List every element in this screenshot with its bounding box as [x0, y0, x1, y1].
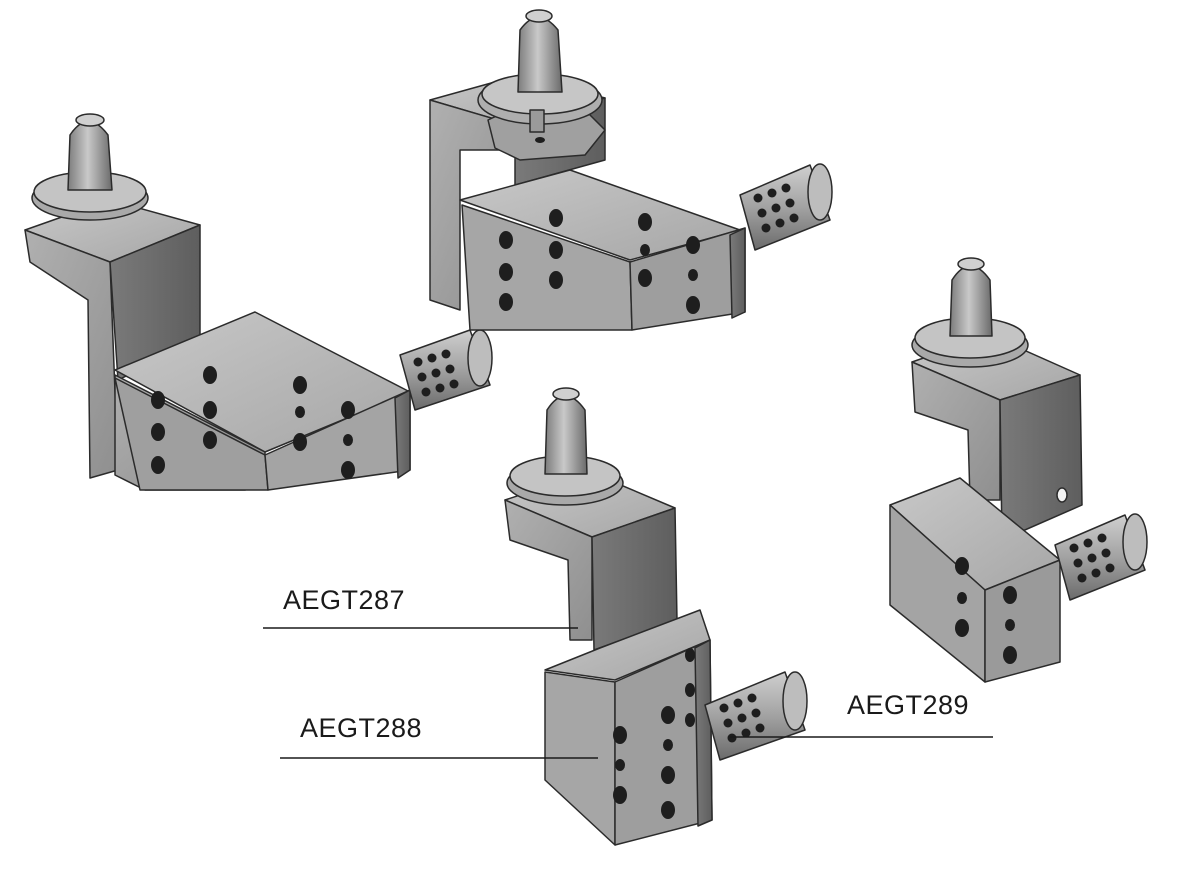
callout-label-aegt289: AEGT289	[847, 690, 970, 720]
callout-leaders	[263, 627, 993, 759]
bracket-right	[889, 257, 1148, 683]
bracket-top-left	[24, 113, 493, 491]
bracket-top-center	[429, 9, 833, 331]
callout-label-aegt287: AEGT287	[283, 585, 406, 615]
bracket-bottom-center	[504, 387, 808, 846]
callout-label-aegt288: AEGT288	[300, 713, 423, 743]
